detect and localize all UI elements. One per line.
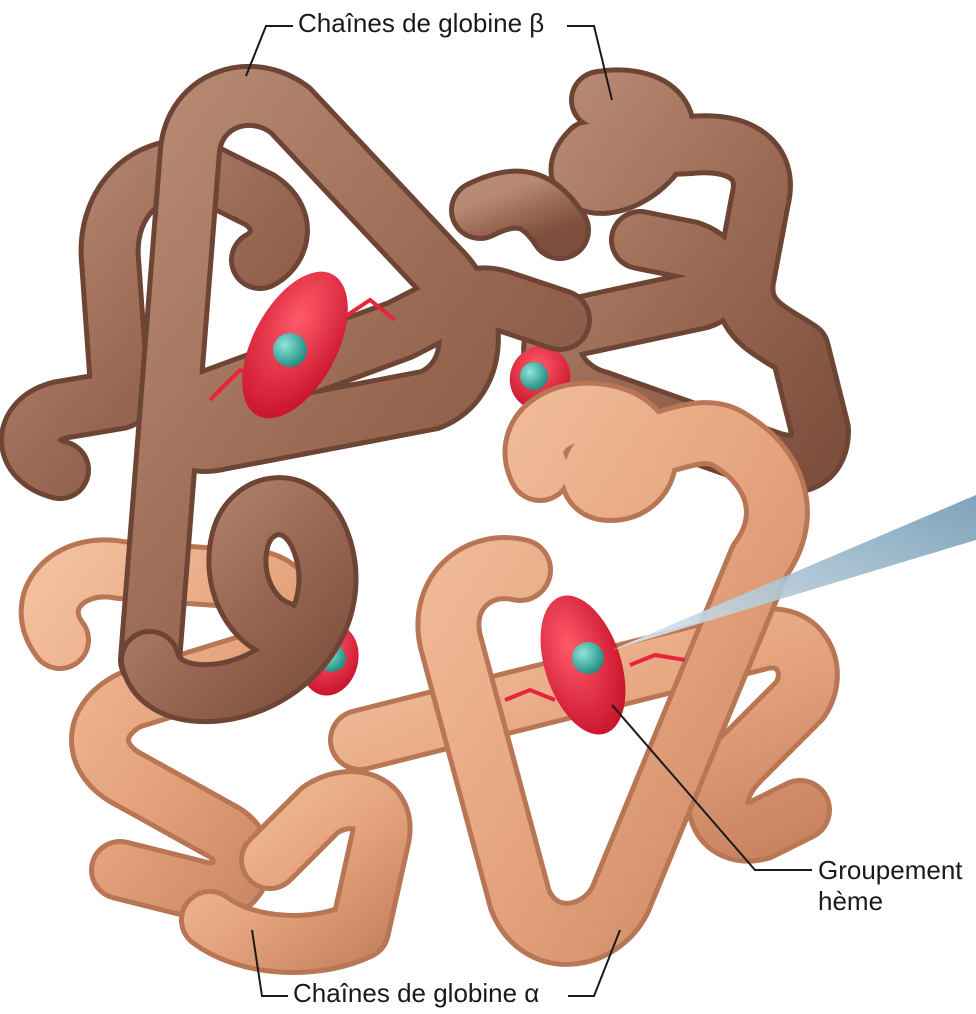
heme-group-label: Groupement hème	[818, 855, 963, 917]
beta-chains-label: Chaînes de globine β	[298, 8, 544, 38]
heme-label-line2: hème	[818, 886, 963, 917]
alpha-chains-label: Chaînes de globine α	[293, 978, 539, 1008]
heme-label-line1: Groupement	[818, 855, 963, 886]
